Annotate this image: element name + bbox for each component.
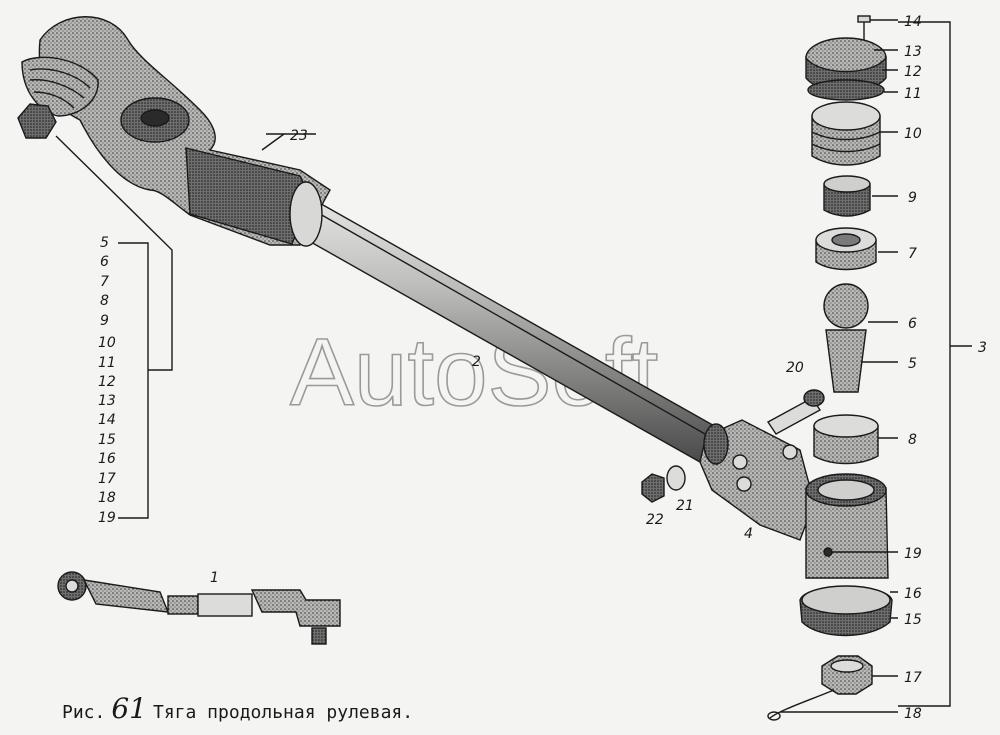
- left-callout: 6: [100, 254, 109, 270]
- left-callout: 5: [100, 235, 109, 251]
- part-label-nut: 22: [646, 512, 664, 528]
- right-callout: 18: [904, 706, 922, 722]
- left-callout: 15: [98, 432, 116, 448]
- right-callout: 12: [904, 64, 922, 80]
- right-callout: 8: [908, 432, 917, 448]
- left-callout: 11: [98, 355, 116, 371]
- right-callout: 11: [904, 86, 922, 102]
- left-callout: 13: [98, 393, 116, 409]
- right-callout: 6: [908, 316, 917, 332]
- leader-lines: [55, 19, 972, 713]
- right-callout: 9: [908, 190, 917, 206]
- assembly-thumbnail: [57, 571, 341, 645]
- part-label-assembly: 1: [210, 570, 219, 586]
- left-callout: 8: [100, 293, 109, 309]
- right-callout: 19: [904, 546, 922, 562]
- left-callout: 12: [98, 374, 116, 390]
- right-callout: 15: [904, 612, 922, 628]
- caption-number: 61: [111, 692, 147, 725]
- exploded-parts: [641, 15, 893, 721]
- part-labels: 2 23 4 20 21 22 1: [210, 128, 804, 586]
- part-label-clamp: 4: [744, 526, 753, 542]
- left-callout: 17: [98, 471, 116, 487]
- right-callout: 5: [908, 356, 917, 372]
- right-callout: 14: [904, 14, 922, 30]
- caption-prefix: Рис.: [62, 702, 106, 723]
- left-callout: 7: [100, 274, 109, 290]
- part-label-bolt: 20: [786, 360, 804, 376]
- part-label-washer: 21: [676, 498, 694, 514]
- figure-caption: Рис.61 Тяга продольная рулевая.: [62, 692, 413, 725]
- left-callouts: 5 6 7 8 9 10 11 12 13 14 15 16 17 18 19: [98, 235, 116, 526]
- part-label-rod: 2: [472, 354, 481, 370]
- right-callout: 13: [904, 44, 922, 60]
- drag-link-rod: [17, 16, 889, 579]
- left-callout: 10: [98, 335, 116, 351]
- right-callout: 17: [904, 670, 922, 686]
- right-callout: 7: [908, 246, 917, 262]
- left-callout: 19: [98, 510, 116, 526]
- left-callout: 18: [98, 490, 116, 506]
- left-callout: 14: [98, 412, 116, 428]
- right-callout: 10: [904, 126, 922, 142]
- group-label: 3: [978, 340, 987, 356]
- part-label-left-end: 23: [290, 128, 308, 144]
- right-callouts: 14 13 12 11 10 9 7 6 5 8 19 16 15 17 18 …: [904, 14, 987, 722]
- caption-title: Тяга продольная рулевая.: [153, 702, 414, 723]
- left-callout: 9: [100, 313, 109, 329]
- right-callout: 16: [904, 586, 922, 602]
- left-callout: 16: [98, 451, 116, 467]
